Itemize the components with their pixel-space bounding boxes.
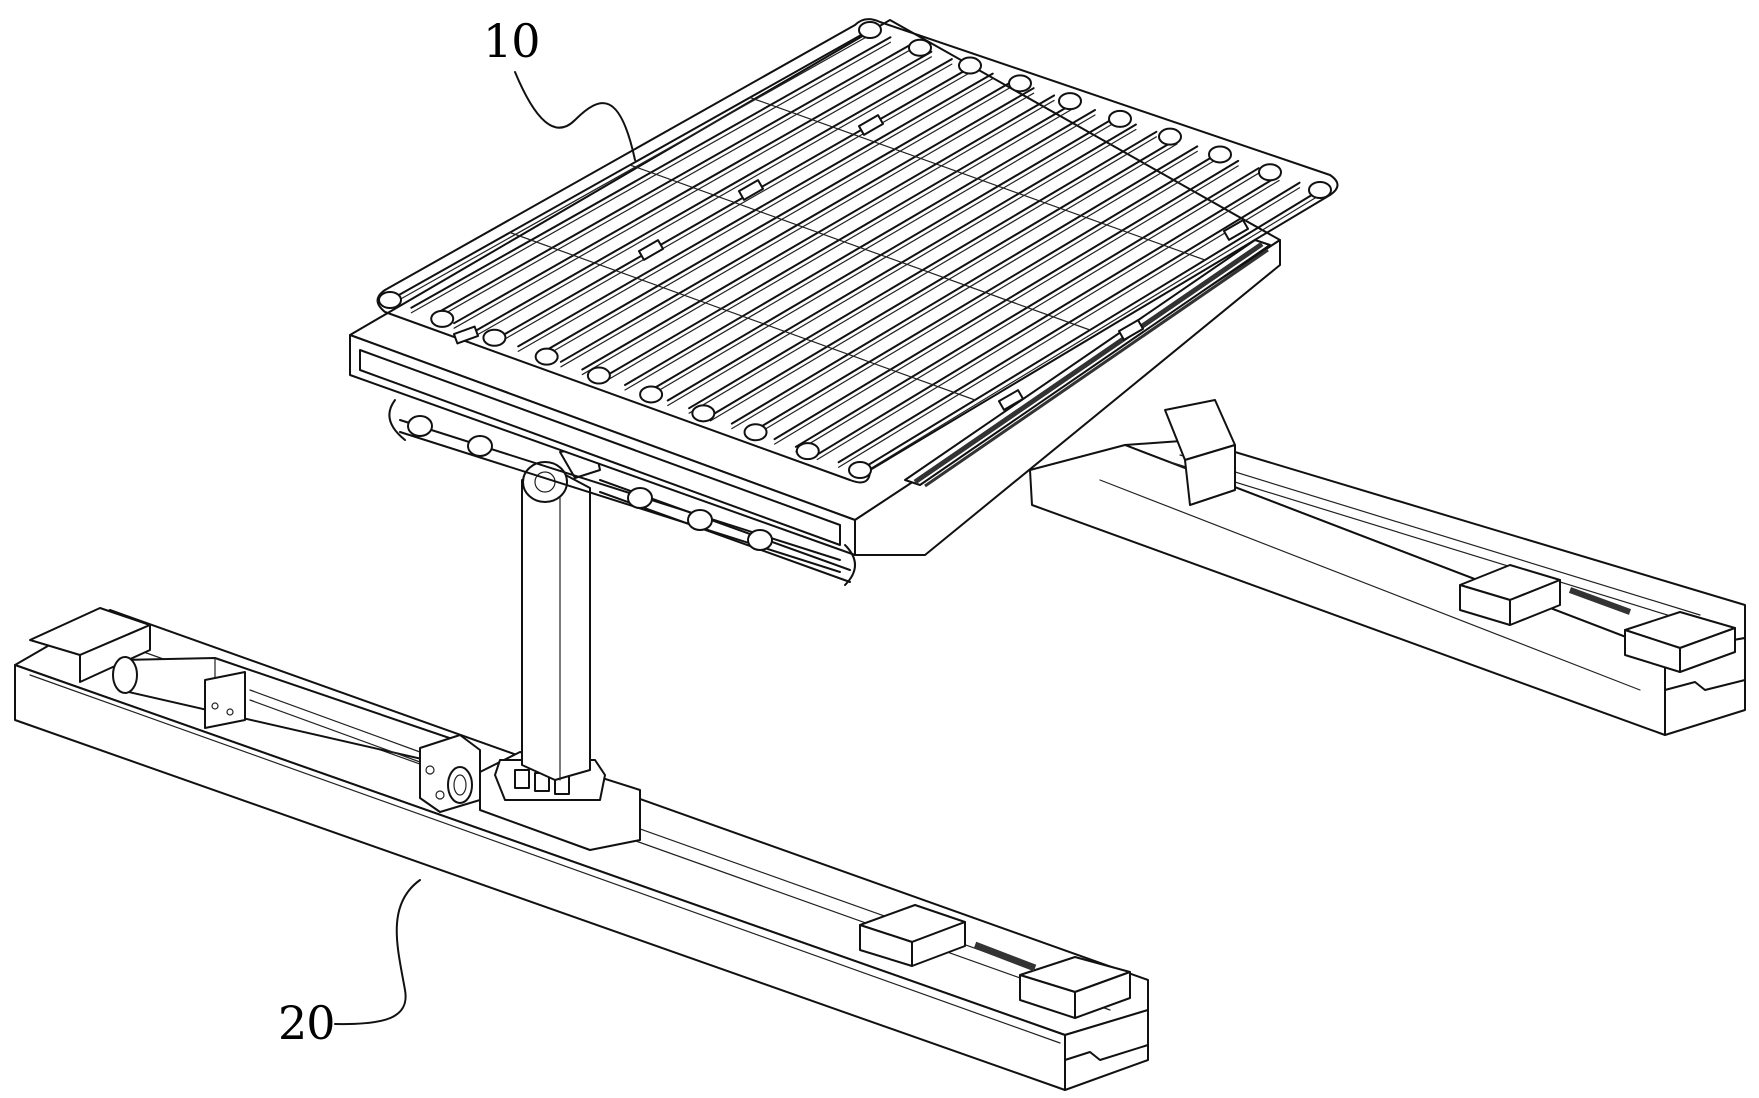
slat — [496, 70, 973, 345]
collar — [482, 328, 507, 347]
collar — [691, 404, 716, 423]
collar — [1158, 127, 1182, 146]
slat — [859, 194, 1321, 476]
slat — [709, 143, 1178, 422]
roller-slats — [389, 29, 1321, 476]
slat — [773, 165, 1239, 445]
slat — [624, 114, 1096, 391]
collar — [639, 385, 664, 404]
collar — [378, 291, 402, 309]
cross-member — [749, 96, 1206, 261]
slat — [410, 41, 892, 314]
slat — [688, 136, 1157, 414]
callout-lower-assembly: 20 — [278, 996, 336, 1050]
collar — [1208, 145, 1232, 164]
upper-frame — [349, 18, 1339, 586]
cross-member — [629, 164, 1091, 331]
collar — [1308, 181, 1332, 199]
slat — [453, 56, 932, 329]
slat — [389, 34, 871, 306]
slat — [795, 172, 1260, 453]
collar — [1258, 163, 1282, 182]
collar — [430, 309, 455, 328]
slat — [432, 48, 912, 322]
cross-member — [509, 231, 976, 401]
support-column — [521, 445, 601, 781]
slat — [645, 121, 1117, 399]
slat — [752, 158, 1219, 437]
collar — [586, 366, 611, 385]
slat — [667, 128, 1137, 407]
collar — [1058, 92, 1082, 111]
collar — [908, 38, 932, 57]
slat — [581, 99, 1055, 376]
slat — [838, 187, 1301, 468]
slat — [603, 107, 1076, 383]
leader-line-10 — [514, 71, 636, 161]
collar — [1108, 109, 1132, 128]
collar — [1008, 74, 1032, 93]
collar — [795, 442, 820, 461]
collar — [534, 347, 559, 366]
callout-upper-assembly: 10 — [483, 14, 541, 68]
frame-collars — [378, 21, 1332, 479]
frame-brackets — [452, 114, 1250, 411]
slat — [517, 78, 994, 352]
slat — [731, 150, 1198, 430]
rear-rail — [1029, 399, 1746, 736]
collar — [743, 423, 768, 442]
slat — [560, 92, 1035, 368]
slat — [474, 63, 953, 337]
under-rollers — [388, 399, 856, 586]
collar — [958, 56, 982, 75]
collar — [848, 461, 872, 479]
collar — [858, 21, 882, 39]
slat — [538, 85, 1014, 360]
front-rail — [14, 607, 1149, 1091]
leader-line-20 — [334, 879, 421, 1026]
slat — [816, 179, 1280, 461]
